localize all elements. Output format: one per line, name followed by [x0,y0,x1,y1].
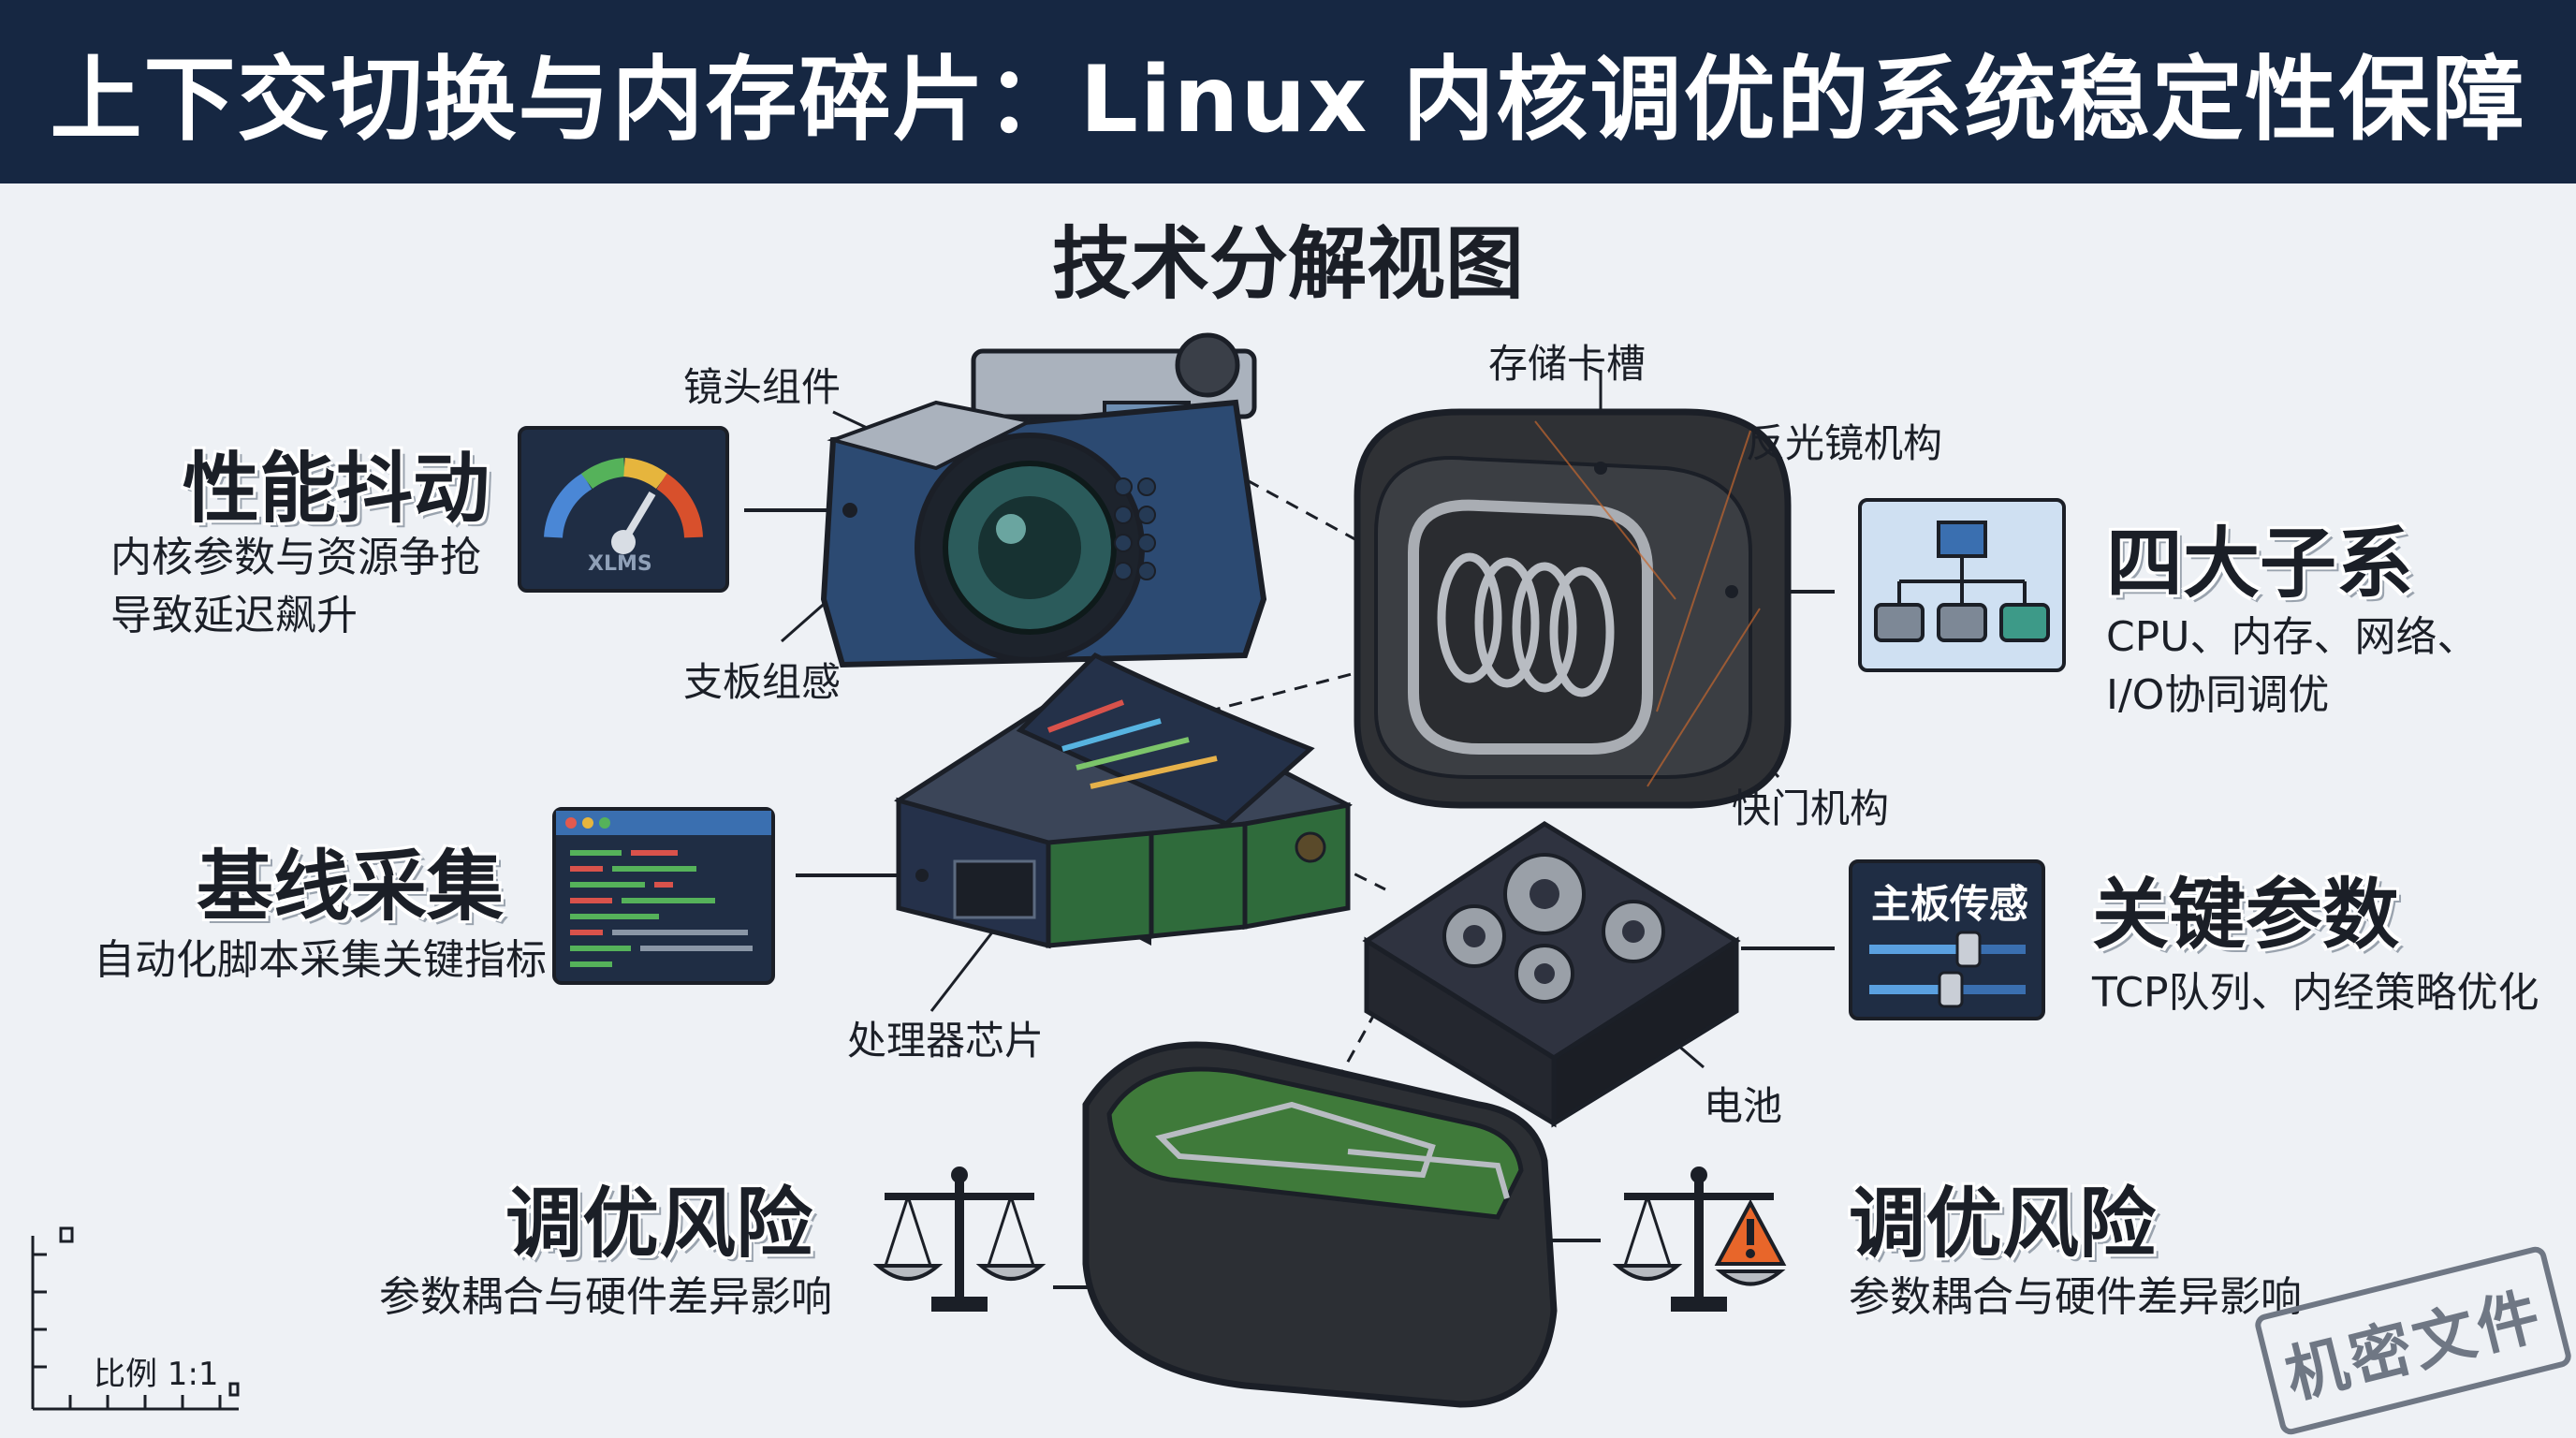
subsystem-panel [1858,498,2066,672]
params-title: 关键参数 [2092,871,2400,960]
scale-ruler [31,1226,240,1411]
page-title: 上下交切换与内存碎片：Linux 内核调优的系统稳定性保障 [50,47,2526,154]
processor-illustration [894,652,1353,949]
scale-balance-icon [872,1167,1046,1312]
battery-illustration [1362,821,1741,1128]
baseline-desc: 自动化脚本采集关键指标 [94,936,547,984]
jitter-desc-1: 内核参数与资源争抢 [110,534,481,581]
subsystems-title: 四大子系 [2106,520,2414,609]
gauge-icon [544,458,703,554]
callout-mirror: 反光镜机构 [1746,420,1943,466]
scale-label: 比例 1:1 [94,1356,219,1393]
callout-processor: 处理器芯片 [847,1018,1045,1064]
callout-lens: 镜头组件 [683,364,842,410]
subsystems-desc-1: CPU、内存、网络、 [2106,613,2479,661]
callout-battery: 电池 [1704,1083,1783,1129]
risk-left-desc: 参数耦合与硬件差异影响 [379,1273,832,1321]
housing-illustration [1354,408,1792,809]
terminal-panel [552,807,775,985]
risk-right-title: 调优风险 [1849,1180,2157,1269]
scale-warning-icon [1612,1167,1787,1312]
params-desc: TCP队列、内经策略优化 [2092,969,2539,1017]
callout-board-group: 支板组感 [683,659,842,705]
risk-left-title: 调优风险 [505,1180,813,1269]
tray-illustration [1082,1041,1558,1408]
jitter-desc-2: 导致延迟飙升 [110,592,358,639]
terminal-icon [556,811,771,967]
jitter-title: 性能抖动 [183,445,490,534]
header-bar: 上下交切换与内存碎片：Linux 内核调优的系统稳定性保障 [0,0,2576,183]
gauge-label: XLMS [588,552,652,576]
camera-illustration [820,332,1267,668]
sliders-icon [1869,931,2026,1008]
risk-right-desc: 参数耦合与硬件差异影响 [1849,1273,2302,1321]
callout-shutter: 快门机构 [1732,785,1890,831]
subsystems-desc-2: I/O协同调优 [2106,671,2330,719]
sensor-panel: 主板传感 [1849,859,2045,1020]
gauge-panel [518,426,729,593]
baseline-title: 基线采集 [197,843,505,932]
diagram-subtitle: 技术分解视图 [1051,218,1524,310]
hierarchy-icon [1874,521,2050,642]
sensor-panel-title: 主板传感 [1871,881,2029,927]
callout-storage-slot: 存储卡槽 [1488,341,1647,387]
